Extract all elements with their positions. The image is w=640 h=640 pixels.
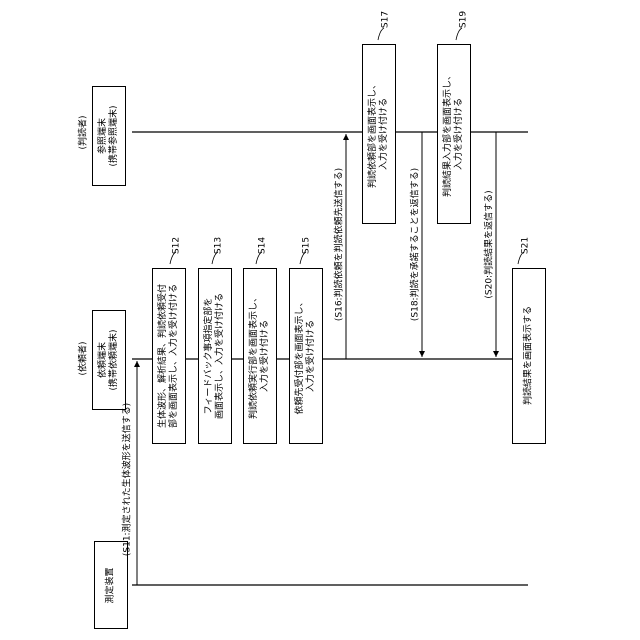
step-s14-id: S14 <box>258 231 269 261</box>
step-s15-id: S15 <box>302 231 313 261</box>
step-s12-id: S12 <box>172 231 183 261</box>
step-s13-id: S13 <box>214 231 225 261</box>
step-s15-text: 依頼先受付部を画面表示し、 入力を受け付ける <box>295 273 317 439</box>
step-s17-id: S17 <box>381 5 392 35</box>
step-s13-text: フィードバック事項指定部を 画面表示し、入力を受け付ける <box>204 273 226 439</box>
message-s11-label: (S11:測定された生体波形を送信する) <box>123 395 134 565</box>
step-s21-id: S21 <box>521 231 532 261</box>
actor-requester-role: (依頼者) <box>79 319 90 399</box>
actor-reader-role: (判読者) <box>79 93 90 173</box>
message-s20-label: (S20:判読結果を返信する) <box>485 170 496 320</box>
actor-requester-name: 依頼端末 (携帯依頼端末) <box>98 310 120 410</box>
step-s19-text: 判読結果入力部を画面表示し、 入力を受け付ける <box>443 51 465 217</box>
actor-reader-name: 参照端末 (携帯参照端末) <box>98 86 120 186</box>
step-s17-text: 判読依頼部を画面表示し、 入力を受け付ける <box>368 51 390 217</box>
step-s14-text: 判読依頼実行部を画面表示し、 入力を受け付ける <box>249 273 271 439</box>
message-s18-label: (S18:判読を承諾することを返信する) <box>411 160 422 330</box>
step-s21-text: 判読結果を画面表示する <box>524 273 535 439</box>
step-s19-id: S19 <box>459 5 470 35</box>
actor-device-name: 測定装置 <box>106 546 117 626</box>
step-s12-text: 生体波形、解析結果、判読依頼受付 部を画面表示し、入力を受け付ける <box>158 273 180 439</box>
message-s16-label: (S16:判読依頼を判読依頼先送信する) <box>335 160 346 330</box>
